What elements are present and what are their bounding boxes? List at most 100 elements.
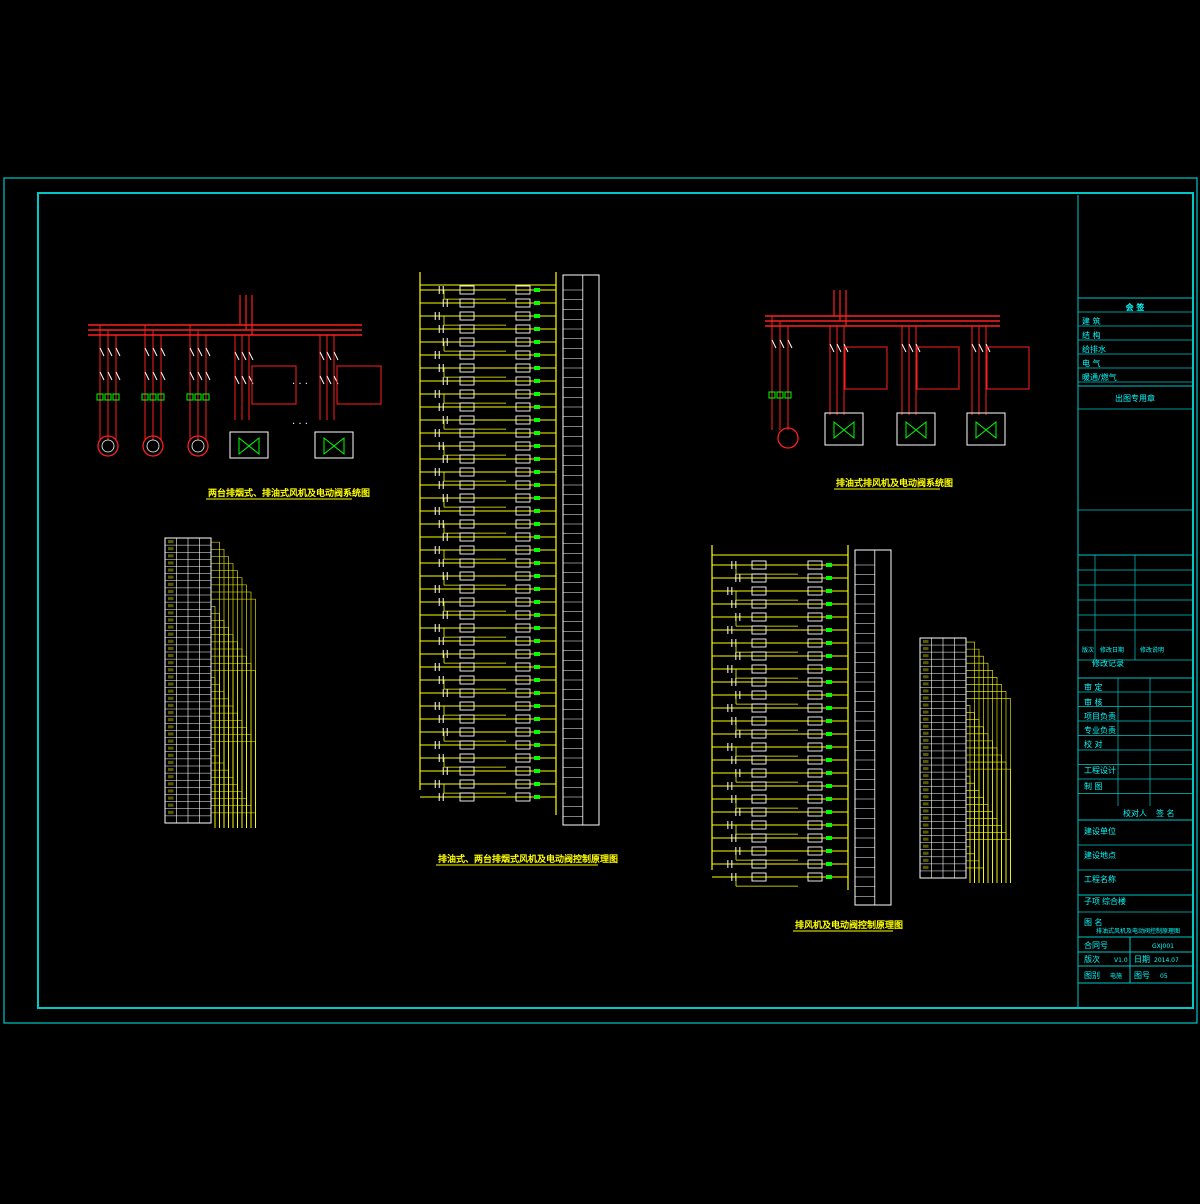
contactor-contact [205,371,211,381]
coil-box [515,571,531,581]
function-table-frame [854,549,892,906]
terminal-label-mark [168,554,174,558]
function-table [854,549,892,906]
relay-contact-box [459,337,475,347]
coil-box [515,480,531,490]
terminal-lead [211,755,220,828]
thermal-relay [194,393,202,401]
date-value: 2014.07 [1154,957,1179,964]
terminal-label-mark [923,837,929,841]
approval-row-4: 专业负责 [1084,725,1116,735]
contactor-contact [319,375,325,385]
breaker-contact [319,351,325,361]
sheet-value: 05 [1160,973,1168,980]
relay-contact-box [459,792,475,802]
thermal-relay [776,391,784,399]
project-row-3: 工程名称 [1084,874,1116,884]
coil-box [515,532,531,542]
coil-box [515,779,531,789]
terminal-label-mark [168,782,174,786]
coil-box [515,337,531,347]
contactor-contact [160,371,166,381]
approval-footer-2: 签 名 [1156,808,1175,818]
coil-box [515,558,531,568]
coil-box [807,573,823,583]
contactor-contact [971,343,977,353]
contactor-contact [915,343,921,353]
relay-contact-box [751,664,767,674]
terminal-lead [966,818,998,883]
coil-box [515,311,531,321]
relay-contact-box [751,586,767,596]
terminal-label-mark [923,738,929,742]
relay-contact-box [459,701,475,711]
breaker-contact [115,347,121,357]
relay-contact-box [459,480,475,490]
coil-box [515,454,531,464]
thermal-relay [202,393,210,401]
dots-ellipsis: . . . [292,416,308,427]
indicator-lamp [826,849,832,853]
breaker-contact [333,351,339,361]
thermal-relay [96,393,104,401]
coil-box [515,753,531,763]
coil-box [515,441,531,451]
relay-contact-box [751,807,767,817]
breaker-contact [779,339,785,349]
indicator-lamp [826,732,832,736]
coil-box [515,402,531,412]
terminal-label-mark [168,696,174,700]
coil-box [807,807,823,817]
breaker-contact [107,347,113,357]
terminal-lead [966,839,1011,883]
relay-contact-box [751,703,767,713]
indicator-lamp [534,613,540,617]
coil-box [807,755,823,765]
coil-box [807,794,823,804]
contract-label: 合同号 [1084,940,1108,950]
relay-contact-box [751,677,767,687]
indicator-lamp [826,680,832,684]
relay-contact-box [751,573,767,583]
coil-box [515,623,531,633]
coil-box [807,859,823,869]
relay-contact-box [751,612,767,622]
fan-branches [96,325,211,457]
indicator-lamp [534,730,540,734]
relay-contact-box [751,859,767,869]
coil-box [807,677,823,687]
coil-box [807,833,823,843]
indicator-lamp [826,810,832,814]
coil-box [807,638,823,648]
terminal-lead [211,798,247,828]
coil-box [807,612,823,622]
relay-contact-box [751,781,767,791]
coil-box [515,415,531,425]
terminal-label-mark [923,703,929,707]
contactor-contact [978,343,984,353]
approval-row-5: 校 对 [1084,739,1103,749]
terminal-label-mark [923,816,929,820]
relay-contact-box [751,625,767,635]
coil-box [515,649,531,659]
indicator-lamp [534,431,540,435]
drawing-name-value: 排油式风机及电动阀控制原理图 [1096,927,1180,935]
terminal-label-mark [923,774,929,778]
exhaust-system-title: 排油式排风机及电动阀系统图 [836,477,953,489]
drawing-name-label: 图 名 [1084,917,1103,927]
indicator-lamp [826,758,832,762]
indicator-lamp [534,756,540,760]
relay-contact-box [751,742,767,752]
indicator-lamp [826,563,832,567]
reversing-loop [844,346,888,390]
coil-box [515,636,531,646]
coil-box [515,493,531,503]
reversing-loop [336,365,382,405]
indicator-lamp [534,496,540,500]
date-label: 日期 [1134,955,1150,964]
terminal-label-mark [168,718,174,722]
coil-box [515,701,531,711]
control-schematic-diagram: 排油式、两台排烟式风机及电动阀控制原理图 [419,272,618,866]
terminal-label-mark [168,625,174,629]
breaker-contact [205,347,211,357]
